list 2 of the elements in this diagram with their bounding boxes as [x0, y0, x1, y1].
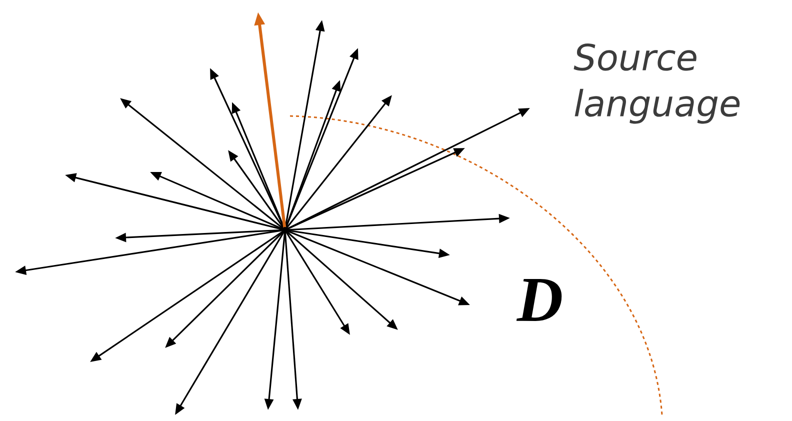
label: D: [516, 278, 562, 322]
label: Source language: [574, 44, 740, 124]
